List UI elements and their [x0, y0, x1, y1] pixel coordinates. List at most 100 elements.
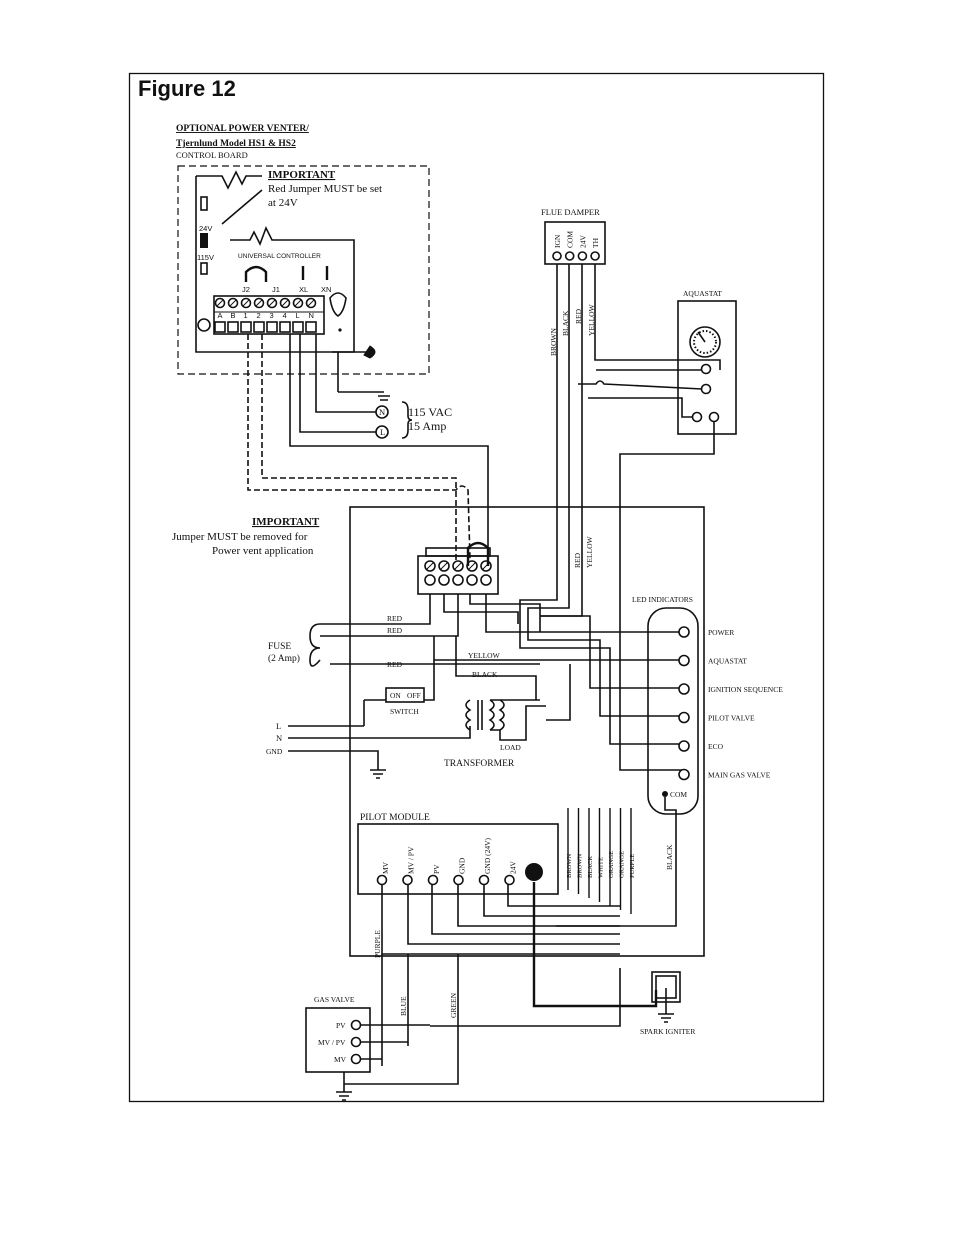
flue-terminal-label: COM — [566, 231, 575, 248]
venter-terminal-label: 4 — [283, 311, 287, 320]
pilot-terminal — [504, 874, 515, 886]
figure-title: Figure 12 — [138, 76, 236, 101]
supply-n: N — [379, 407, 385, 417]
j2-jumper — [244, 265, 268, 282]
power-venter-title-2: Tjernlund Model HS1 & HS2 — [176, 139, 296, 149]
wire-label-red-3: RED — [387, 660, 403, 669]
jumper-note-heading: IMPORTANT — [252, 516, 320, 528]
venter-terminal-label: 2 — [257, 311, 261, 320]
pilot-wire-color: ORANGE — [619, 851, 626, 878]
terminal-block-screw — [466, 574, 478, 586]
transformer-load: LOAD — [500, 743, 521, 752]
aquastat: AQUASTAT — [677, 289, 737, 435]
venter-terminal-label: B — [231, 311, 236, 320]
spark-igniter: SPARK IGNITER — [640, 971, 695, 1036]
flue-terminal — [577, 251, 588, 261]
led-indicator — [678, 768, 690, 781]
pilot-terminal — [427, 874, 439, 886]
power-venter-title-1: OPTIONAL POWER VENTER/ — [176, 124, 309, 134]
venter-terminal — [305, 321, 317, 333]
venter-terminal — [240, 321, 252, 333]
led-indicators-title: LED INDICATORS — [632, 595, 693, 604]
main-wire-red: RED — [573, 552, 582, 568]
flue-wire-red: RED — [574, 308, 583, 324]
venter-terminal — [253, 321, 265, 333]
gas-valve-mv: MV — [334, 1055, 347, 1064]
pilot-module-title: PILOT MODULE — [360, 813, 430, 823]
power-venter-section: OPTIONAL POWER VENTER/ Tjernlund Model H… — [176, 124, 430, 375]
switch-on: ON — [390, 691, 401, 700]
jumper-note-line-2: Power vent application — [212, 545, 314, 557]
wire-label-red-2: RED — [387, 626, 403, 635]
venter-terminal-label: L — [296, 311, 300, 320]
flue-terminal-label: 24V — [578, 235, 587, 249]
transformer: LOAD TRANSFORMER — [444, 699, 546, 769]
line-input-l: L — [276, 721, 281, 731]
venter-terminal-label: 1 — [244, 311, 248, 320]
figure-border — [128, 72, 825, 1103]
led-indicator-label: AQUASTAT — [708, 657, 747, 666]
flue-damper-title: FLUE DAMPER — [541, 207, 600, 217]
led-indicator — [678, 740, 690, 752]
label-24v: 24V — [199, 224, 212, 233]
control-board-dashed-border — [177, 165, 430, 375]
led-indicator — [678, 711, 690, 724]
pilot-terminal — [402, 874, 413, 886]
line-input-gnd: GND — [266, 747, 283, 756]
gas-valve: GAS VALVE PV MV / PV MV — [305, 995, 371, 1073]
gas-wire-purple: PURPLE — [373, 930, 382, 958]
pilot-wire-color: BLACK — [587, 856, 594, 878]
led-indicator — [678, 654, 690, 667]
pilot-wire-color: BROWN — [566, 854, 573, 879]
jumper-xn: XN — [321, 285, 331, 294]
led-indicator — [678, 626, 690, 638]
led-indicator-label: IGNITION SEQUENCE — [708, 685, 783, 694]
com-wire-black: BLACK — [665, 844, 674, 870]
supply-l: L — [380, 427, 385, 437]
wire-label-red-top: RED — [387, 614, 403, 623]
pilot-wire-color: BROWN — [577, 854, 584, 879]
supply-input: N L 115 VAC 15 Amp — [375, 401, 452, 439]
led-indicator-label: PILOT VALVE — [708, 714, 755, 723]
fuse-rating: (2 Amp) — [268, 653, 300, 664]
jumper-j1: J1 — [272, 285, 280, 294]
flue-wire-brown: BROWN — [549, 328, 558, 357]
venter-important-heading: IMPORTANT — [268, 169, 336, 181]
flue-terminal-label: TH — [591, 237, 600, 248]
wire-label-yellow: YELLOW — [468, 651, 501, 660]
flue-terminal-label: IGN — [553, 234, 562, 248]
led-indicators: LED INDICATORS POWER AQUASTAT IGNITION SEQ… — [632, 595, 783, 815]
pilot-terminal — [453, 874, 464, 886]
venter-terminal — [227, 321, 239, 333]
fuse-label: FUSE — [268, 642, 291, 652]
venter-important-line-1: Red Jumper MUST be set — [268, 183, 382, 195]
flue-terminal — [552, 251, 562, 261]
universal-controller-label: UNIVERSAL CONTROLLER — [238, 253, 321, 260]
label-115v: 115V — [197, 253, 214, 262]
venter-terminal-strip — [213, 295, 325, 335]
led-indicator — [678, 683, 690, 695]
led-com: COM — [670, 790, 687, 799]
pilot-terminal — [478, 874, 490, 886]
red-jumper — [200, 233, 208, 248]
terminal-block-screw — [452, 574, 464, 586]
pilot-terminal-label: 24V — [509, 861, 518, 875]
transformer-label: TRANSFORMER — [444, 759, 515, 769]
jumper-xl: XL — [299, 285, 308, 294]
terminal-block-screw — [424, 574, 436, 586]
spark-terminal — [525, 863, 543, 881]
switch-off: OFF — [407, 691, 421, 700]
led-indicator-label: POWER — [708, 628, 734, 637]
terminal-block — [417, 541, 499, 595]
flue-wire-black: BLACK — [561, 310, 570, 336]
terminal-block-screw — [438, 574, 450, 586]
led-indicator-label: ECO — [708, 742, 724, 751]
led-indicator-label: MAIN GAS VALVE — [708, 771, 771, 780]
venter-terminal — [214, 321, 226, 333]
venter-terminal-label: 3 — [270, 311, 274, 320]
supply-amps: 15 Amp — [408, 419, 446, 433]
main-wire-yellow: YELLOW — [585, 535, 594, 568]
